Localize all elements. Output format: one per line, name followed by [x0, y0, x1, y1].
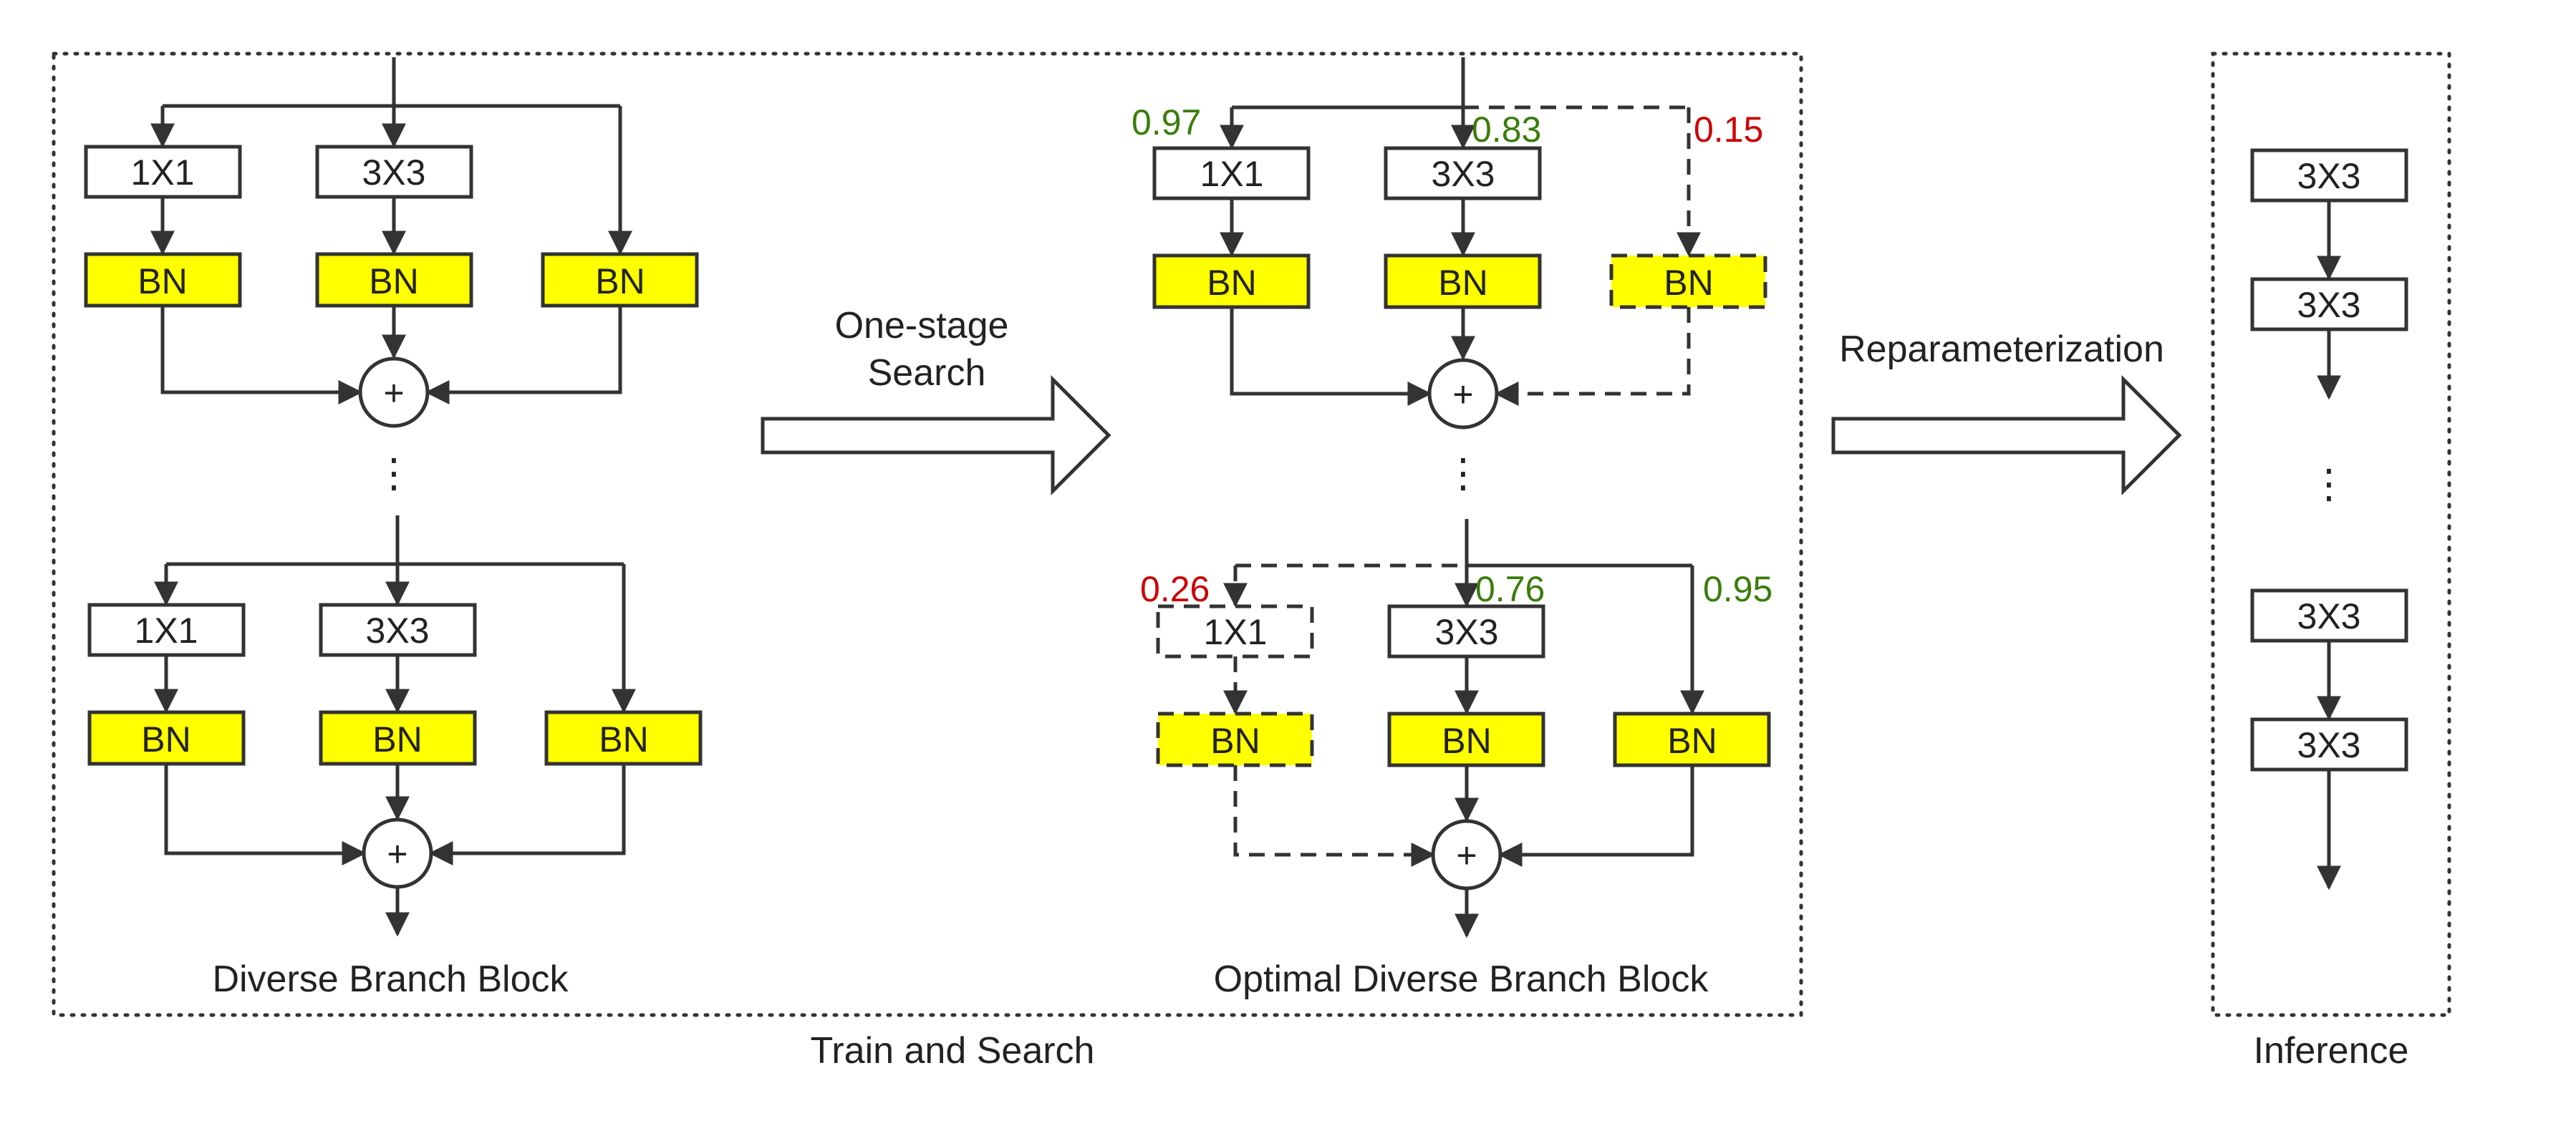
- ellipsis-vertical: ⋮: [2309, 461, 2349, 506]
- conv-3x3-box: [2250, 277, 2408, 331]
- reparameterization-label: Reparameterization: [1839, 329, 2164, 370]
- bn-label: BN: [1664, 263, 1713, 303]
- bn-box: [1387, 712, 1545, 767]
- add-node: [358, 356, 430, 428]
- weight-top-3x3: 0.83: [1472, 110, 1541, 150]
- conv-3x3-label: 3X3: [2297, 596, 2361, 636]
- conv-3x3-box: [2250, 717, 2408, 772]
- conv-1x1-box: [84, 145, 242, 199]
- conv-1x1-label: 1X1: [1200, 154, 1264, 194]
- bn-box: [1384, 253, 1542, 309]
- train-and-search-frame: [52, 52, 1803, 1017]
- bn-label: BN: [1442, 721, 1491, 761]
- conv-1x1-box-pruned: [1156, 604, 1314, 659]
- plus-sign: +: [387, 834, 407, 874]
- add-node: [1427, 358, 1499, 430]
- weight-bottom-3x3: 0.76: [1475, 569, 1545, 609]
- bn-label: BN: [369, 261, 418, 301]
- bn-label: BN: [138, 261, 187, 301]
- bn-label: BN: [1210, 721, 1260, 761]
- conv-3x3-box: [2250, 588, 2408, 643]
- diverse-branch-caption: Diverse Branch Block: [212, 959, 569, 1000]
- one-stage-label: One-stage: [835, 305, 1009, 346]
- inference-caption: Inference: [2254, 1030, 2409, 1072]
- bn-box-pruned: [1156, 712, 1314, 767]
- conv-3x3-box: [1384, 146, 1542, 200]
- plus-sign: +: [383, 373, 404, 413]
- optimal-block-top: 1X1 3X3 BN BN BN + 0.97 0.83 0.15: [1132, 57, 1767, 430]
- bn-label: BN: [1438, 263, 1487, 303]
- conv-1x1-label: 1X1: [131, 152, 195, 193]
- bn-box: [84, 252, 242, 308]
- weight-top-1x1: 0.97: [1132, 102, 1201, 142]
- conv-1x1-label: 1X1: [135, 611, 198, 651]
- ellipsis-vertical: ⋮: [374, 450, 414, 495]
- conv-3x3-box: [319, 603, 477, 657]
- conv-3x3-label: 3X3: [1435, 612, 1499, 652]
- optimal-branch-caption: Optimal Diverse Branch Block: [1214, 959, 1709, 1000]
- conv-3x3-label: 3X3: [1432, 154, 1495, 194]
- optimal-block-bottom: 1X1 3X3 BN BN BN + 0.26 0.76 0.95: [1140, 519, 1772, 938]
- plus-sign: +: [1452, 374, 1473, 414]
- conv-3x3-label: 3X3: [2297, 285, 2361, 325]
- bn-box: [541, 252, 699, 308]
- one-stage-search-arrow: [761, 374, 1111, 496]
- train-and-search-caption: Train and Search: [811, 1030, 1095, 1072]
- conv-1x1-label: 1X1: [1204, 612, 1268, 652]
- diverse-block-bottom: 1X1 3X3 BN BN BN +: [87, 515, 703, 937]
- ellipsis-vertical: ⋮: [1443, 450, 1483, 495]
- bn-box-pruned: [1609, 253, 1767, 309]
- bn-label: BN: [372, 719, 422, 760]
- weight-bottom-bn: 0.95: [1703, 569, 1772, 609]
- bn-label: BN: [1207, 263, 1256, 303]
- bn-label: BN: [1667, 721, 1717, 761]
- weight-bottom-1x1: 0.26: [1140, 569, 1210, 609]
- conv-3x3-label: 3X3: [362, 152, 426, 193]
- inference-frame: [2211, 52, 2451, 1017]
- bn-label: BN: [595, 261, 645, 301]
- conv-3x3-box: [1387, 604, 1545, 659]
- conv-3x3-label: 3X3: [2297, 725, 2361, 765]
- search-label: Search: [868, 352, 986, 394]
- reparameterization-arrow: [1831, 374, 2182, 496]
- plus-sign: +: [1456, 835, 1477, 875]
- conv-3x3-label: 3X3: [366, 611, 430, 651]
- bn-box: [1152, 253, 1311, 309]
- conv-3x3-label: 3X3: [2297, 156, 2361, 196]
- bn-label: BN: [141, 719, 190, 760]
- diverse-block-top: 1X1 3X3 BN BN BN +: [84, 57, 699, 428]
- inference-chain: 3X3 3X3 ⋮ 3X3 3X3: [2250, 148, 2408, 891]
- bn-box: [1613, 712, 1771, 767]
- bn-label: BN: [599, 719, 648, 760]
- conv-1x1-box: [1152, 146, 1311, 200]
- weight-top-bn: 0.15: [1694, 110, 1763, 150]
